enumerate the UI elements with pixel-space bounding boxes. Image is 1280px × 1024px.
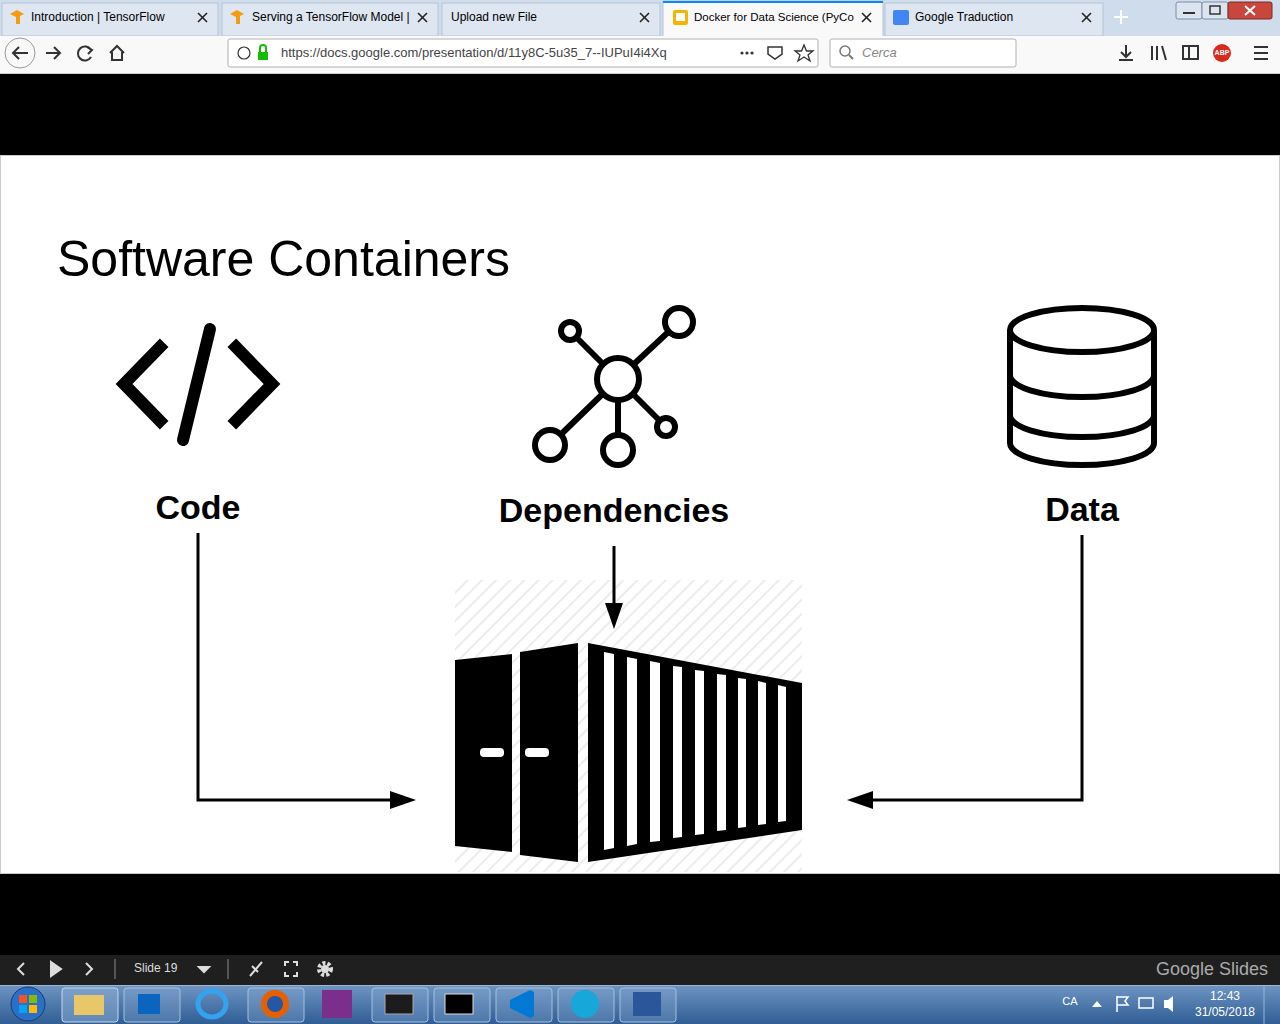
- taskbar-icons: [11, 986, 1264, 1024]
- screen-label: 12:43: [1210, 990, 1240, 1004]
- tabs: [2, 1, 1272, 37]
- caption-text: Data: [1045, 490, 1119, 529]
- code-icon: [124, 329, 272, 440]
- screen-label: ABP: [1215, 49, 1230, 57]
- caption-text: Dependencies: [499, 491, 730, 530]
- screen-label: Google Traduction: [915, 11, 1013, 25]
- tab-bar: [0, 0, 1280, 36]
- shipping-container: [455, 643, 802, 862]
- database-icon: [1010, 308, 1154, 465]
- screen-label: Cerca: [862, 46, 897, 61]
- nav-bar: [0, 36, 1280, 74]
- slide-title: Software Containers: [57, 231, 510, 289]
- nav-buttons: [5, 38, 1268, 68]
- screen-label: Docker for Data Science (PyCo: [694, 11, 854, 24]
- slides-controls: [0, 955, 1280, 985]
- slide: [1, 156, 1280, 874]
- icon-caption: Data: [1041, 488, 1123, 531]
- icon-caption: Code: [152, 486, 245, 529]
- screen-label: Upload new File: [451, 11, 537, 25]
- adblock-badge: [1213, 44, 1231, 62]
- screen-label: https://docs.google.com/presentation/d/1…: [281, 46, 667, 61]
- hatched-ground: [455, 580, 802, 872]
- flow-arrows: [198, 533, 1082, 809]
- dependency-graph-icon: [535, 308, 693, 465]
- screen-label: Serving a TensorFlow Model |: [252, 11, 410, 25]
- screen-label: 31/05/2018: [1195, 1006, 1255, 1020]
- screen-label: Google Slides: [1156, 959, 1268, 980]
- screen-label: Introduction | TensorFlow: [31, 11, 165, 25]
- caption-text: Code: [156, 488, 241, 527]
- taskbar: [0, 985, 1280, 1024]
- icon-caption: Dependencies: [495, 489, 734, 532]
- slides-control-icons: [18, 959, 331, 979]
- screen-label: Slide 19: [134, 962, 177, 976]
- screen-label: CA: [1062, 995, 1077, 1008]
